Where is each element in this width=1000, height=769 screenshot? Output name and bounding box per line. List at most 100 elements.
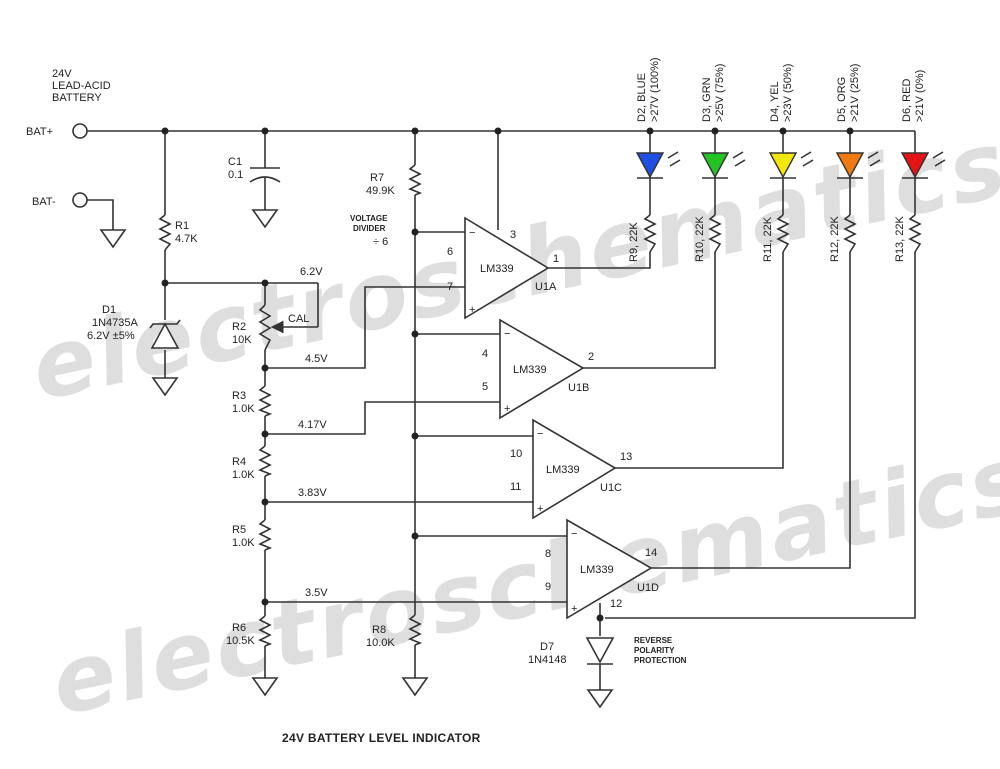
- led-d3: [700, 151, 746, 179]
- svg-text:+: +: [537, 503, 543, 515]
- led-d5-threshold: >21V (25%): [849, 64, 861, 122]
- led-d4-label: D4, YEL: [769, 81, 781, 122]
- u1d-pin-plus: 9: [545, 581, 551, 593]
- u1c-pin-minus: 10: [510, 448, 522, 460]
- divider-note-line-3: ÷ 6: [373, 236, 388, 248]
- u1b-pin-minus: 4: [482, 348, 488, 360]
- u1d-part: LM339: [580, 564, 614, 576]
- led-resistor-labels: R9, 22K R10, 22K R11, 22K R12, 22K R13, …: [628, 215, 906, 262]
- r4-body: [258, 445, 273, 477]
- led-d6-label: D6, RED: [901, 79, 913, 122]
- comparator-u1c: − + LM339 U1C 10 11 13: [510, 418, 632, 520]
- r5-body: [258, 519, 273, 551]
- svg-text:−: −: [537, 428, 543, 440]
- bat-pos-terminal: [72, 123, 88, 139]
- led-d2: [635, 151, 681, 179]
- r2-cal: CAL: [288, 313, 309, 325]
- r10-body: [708, 214, 722, 253]
- r10-label: R10, 22K: [694, 215, 706, 262]
- u1a-unit: U1A: [535, 281, 557, 293]
- capacitor-c1: C1 0.1: [228, 156, 281, 183]
- component-labels: R1 4.7K D1 1N4735A 6.2V ±5% R2 10K CAL R…: [87, 172, 567, 666]
- r3-value: 1.0K: [232, 403, 255, 415]
- ground-symbols: [99, 209, 614, 709]
- r4-name: R4: [232, 456, 246, 468]
- protection-note-line-3: PROTECTION: [634, 656, 687, 665]
- d1-part: 1N4735A: [92, 317, 139, 329]
- u1d-pin-minus: 8: [545, 548, 551, 560]
- r13-label: R13, 22K: [894, 215, 906, 262]
- r11-body: [776, 214, 790, 253]
- r5-name: R5: [232, 524, 246, 536]
- led-d4-threshold: >23V (50%): [782, 64, 794, 122]
- resistors: [158, 164, 922, 647]
- svg-text:+: +: [504, 403, 510, 415]
- r6-body: [258, 615, 273, 647]
- comparator-u1d: − + LM339 U1D 8 9 14 12: [545, 518, 659, 620]
- svg-text:+: +: [469, 304, 475, 316]
- divider-note-line-2: DIVIDER: [353, 224, 386, 233]
- r1-name: R1: [175, 220, 189, 232]
- r6-name: R6: [232, 622, 246, 634]
- r5-value: 1.0K: [232, 537, 255, 549]
- voltage-3v5: 3.5V: [305, 587, 328, 599]
- comparator-u1b: − + LM339 U1B 4 5 2: [482, 318, 594, 420]
- r2-body: [258, 304, 272, 351]
- battery-label-line-2: LEAD-ACID: [52, 80, 111, 92]
- r13-body: [908, 214, 922, 253]
- led-labels: D2, BLUE >27V (100%) D3, GRN >25V (75%) …: [636, 57, 926, 122]
- r2-value: 10K: [232, 334, 252, 346]
- r1-body: [158, 214, 172, 251]
- u1c-part: LM339: [546, 464, 580, 476]
- r12-body: [843, 214, 857, 253]
- watermark-bottom: electroschematics.com: [42, 371, 1000, 737]
- r2-name: R2: [232, 321, 246, 333]
- u1a-pin-plus: 7: [447, 281, 453, 293]
- led-d3-threshold: >25V (75%): [714, 64, 726, 122]
- comparator-u1a: − + LM339 U1A 6 7 1 3: [447, 216, 559, 320]
- leds: [635, 151, 946, 179]
- battery-label-line-3: BATTERY: [52, 92, 102, 104]
- wires: [87, 130, 916, 690]
- battery-label-line-1: 24V: [52, 68, 72, 80]
- voltage-3v83: 3.83V: [298, 487, 327, 499]
- u1b-unit: U1B: [568, 382, 589, 394]
- u1c-pin-out: 13: [620, 451, 632, 463]
- u1a-pin-supply: 3: [510, 229, 516, 241]
- led-d2-threshold: >27V (100%): [649, 57, 661, 122]
- bat-pos-label: BAT+: [26, 126, 53, 138]
- led-d6-threshold: >21V (0%): [914, 70, 926, 122]
- d7-name: D7: [540, 641, 554, 653]
- u1b-pin-out: 2: [588, 351, 594, 363]
- led-d5: [835, 151, 881, 179]
- d1-name: D1: [102, 304, 116, 316]
- r3-name: R3: [232, 390, 246, 402]
- led-d4: [768, 151, 814, 179]
- u1c-unit: U1C: [600, 482, 622, 494]
- diagram-title: 24V BATTERY LEVEL INDICATOR: [282, 731, 481, 745]
- d1-rating: 6.2V ±5%: [87, 330, 135, 342]
- bat-neg-terminal: [72, 192, 88, 208]
- svg-text:−: −: [504, 328, 510, 340]
- bat-neg-label: BAT-: [32, 196, 56, 208]
- diode-d7: [585, 637, 615, 665]
- u1d-unit: U1D: [637, 582, 659, 594]
- r1-value: 4.7K: [175, 233, 198, 245]
- u1b-pin-plus: 5: [482, 381, 488, 393]
- r9-body: [643, 214, 657, 253]
- r7-value: 49.9K: [366, 185, 395, 197]
- svg-text:+: +: [571, 603, 577, 615]
- voltage-4v5: 4.5V: [305, 353, 328, 365]
- junctions: [161, 127, 854, 622]
- r8-value: 10.0K: [366, 637, 395, 649]
- u1a-pin-out: 1: [553, 253, 559, 265]
- r6-value: 10.5K: [226, 635, 255, 647]
- led-d3-label: D3, GRN: [701, 77, 713, 122]
- d7-part: 1N4148: [528, 654, 567, 666]
- divider-note-line-1: VOLTAGE: [350, 214, 388, 223]
- r12-label: R12, 22K: [829, 215, 841, 262]
- r7-name: R7: [370, 172, 384, 184]
- u1d-pin-gnd: 12: [610, 598, 622, 610]
- r8-body: [408, 614, 423, 646]
